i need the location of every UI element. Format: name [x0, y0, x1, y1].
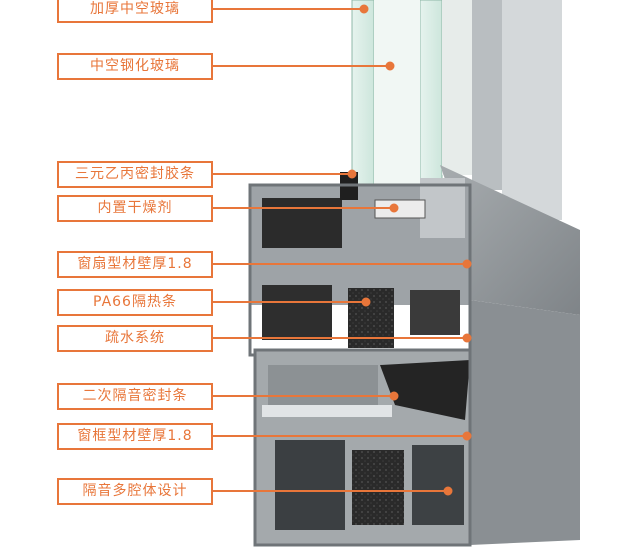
sash-chamber-left [262, 285, 332, 340]
frame-outline [253, 348, 472, 547]
frame-chamber-lower-left [275, 440, 345, 530]
leader-dot-1 [359, 4, 369, 14]
frame-profile [253, 348, 472, 547]
sash-chamber-right [420, 178, 465, 238]
callout-secondary-seal: 二次隔音密封条 [57, 383, 213, 410]
callout-pa66-strip: PA66隔热条 [57, 289, 213, 316]
frame-insulation-strip [352, 450, 404, 525]
callout-multi-chamber: 隔音多腔体设计 [57, 478, 213, 505]
frame-rail [262, 405, 392, 417]
leader-dot-10 [443, 486, 453, 496]
frame-side-face [470, 300, 580, 545]
leader-dot-7 [462, 333, 472, 343]
frame-chamber-left [268, 365, 378, 405]
frame-chamber-lower-right [412, 445, 464, 525]
sash-side-strip [472, 0, 502, 190]
callout-desiccant: 内置干燥剂 [57, 195, 213, 222]
leader-dot-8 [389, 391, 399, 401]
leader-dot-9 [462, 431, 472, 441]
leader-dot-2 [385, 61, 395, 71]
leader-dot-4 [389, 203, 399, 213]
air-gap [374, 0, 420, 190]
leader-dot-5 [462, 259, 472, 269]
frame-side-strip [502, 0, 562, 220]
callout-frame-wall: 窗框型材壁厚1.8 [57, 423, 213, 450]
callout-epdm-seal: 三元乙丙密封胶条 [57, 161, 213, 188]
leader-dot-6 [361, 297, 371, 307]
leader-dot-3 [347, 169, 357, 179]
sash-chamber-right-low [410, 290, 460, 335]
callout-insulated-glass: 加厚中空玻璃 [57, 0, 213, 23]
profile-side-faces [440, 165, 580, 545]
callout-drainage: 疏水系统 [57, 325, 213, 352]
right-glass-edge [442, 0, 472, 175]
callout-sash-wall: 窗扇型材壁厚1.8 [57, 251, 213, 278]
sash-chamber-top [262, 198, 342, 248]
sash-side-face [440, 165, 580, 315]
secondary-seal-shape [380, 360, 470, 420]
leader-lines [213, 4, 472, 496]
callout-tempered-glass: 中空钢化玻璃 [57, 53, 213, 80]
